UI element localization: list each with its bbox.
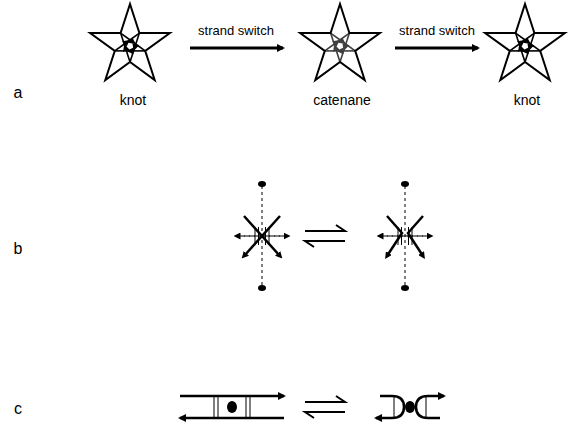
row-letter: c (14, 400, 22, 418)
figure-caption: knot (514, 92, 540, 108)
arrow-label: strand switch (196, 24, 276, 39)
figure-caption: catenane (313, 92, 371, 108)
figure-caption: knot (120, 92, 146, 108)
arrow-label: strand switch (397, 24, 477, 39)
row-letter: b (14, 240, 23, 258)
row-letter: a (14, 84, 23, 102)
